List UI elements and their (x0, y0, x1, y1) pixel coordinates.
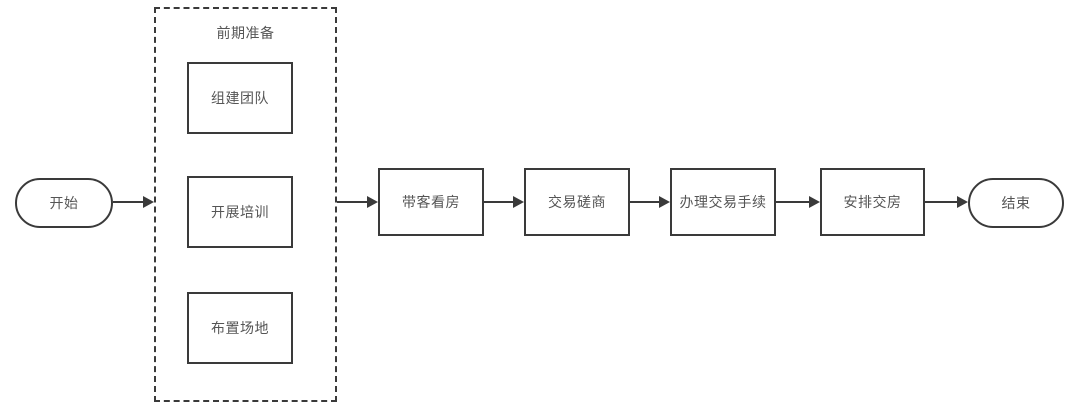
connector-process-2-to-3 (776, 201, 809, 203)
start-node-label: 开始 (49, 194, 79, 211)
end-node-label: 结束 (1001, 194, 1031, 211)
group-item-0[interactable]: 组建团队 (187, 62, 293, 134)
group-item-1-label: 开展培训 (211, 203, 269, 220)
connector-process-0-to-1 (484, 201, 513, 203)
group-container-preparation: 前期准备 (154, 7, 337, 402)
arrowhead-process-2-to-3 (809, 196, 820, 208)
connector-process-1-to-2 (630, 201, 659, 203)
process-node-2[interactable]: 办理交易手续 (670, 168, 776, 236)
group-item-2[interactable]: 布置场地 (187, 292, 293, 364)
process-node-2-label: 办理交易手续 (679, 193, 767, 210)
group-item-1[interactable]: 开展培训 (187, 176, 293, 248)
process-node-1-label: 交易磋商 (548, 193, 606, 210)
connector-start-to-group (113, 201, 143, 203)
arrowhead-process-1-to-2 (659, 196, 670, 208)
connector-process-3-to-end (925, 201, 957, 203)
process-node-1[interactable]: 交易磋商 (524, 168, 630, 236)
process-node-3[interactable]: 安排交房 (820, 168, 925, 236)
arrowhead-process-3-to-end (957, 196, 968, 208)
arrowhead-process-0-to-1 (513, 196, 524, 208)
arrowhead-start-to-group (143, 196, 154, 208)
end-node[interactable]: 结束 (968, 178, 1064, 228)
process-node-0-label: 带客看房 (402, 193, 460, 210)
connector-group-to-process-0 (337, 201, 367, 203)
start-node[interactable]: 开始 (15, 178, 113, 228)
process-node-0[interactable]: 带客看房 (378, 168, 484, 236)
group-container-title: 前期准备 (216, 25, 275, 41)
arrowhead-group-to-process-0 (367, 196, 378, 208)
group-item-0-label: 组建团队 (211, 89, 269, 106)
group-item-2-label: 布置场地 (211, 319, 269, 336)
process-node-3-label: 安排交房 (843, 193, 902, 210)
